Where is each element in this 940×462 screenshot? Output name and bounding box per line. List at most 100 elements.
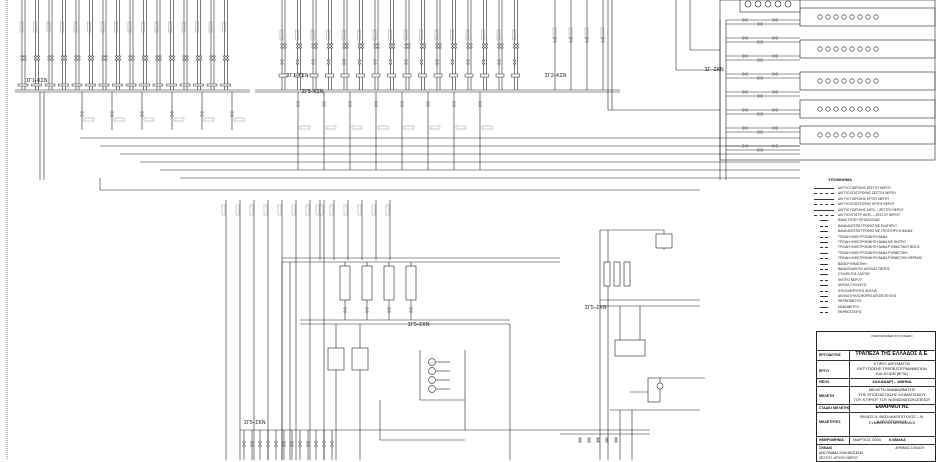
coil-icon [849,78,855,84]
pipe-tag [222,21,226,33]
valve-icon [200,111,204,117]
pipe-tag [584,27,589,39]
valve-icon [110,111,114,117]
valve-icon [295,59,300,65]
pipe-tag [299,125,311,130]
valve-icon [497,43,501,49]
legend-item: ΘΕΡΜΟΣΤΑΤΗΣ [812,310,932,316]
gauge-icon [774,0,782,8]
employer-label: ΕΡΓΟΔΟΤΗΣ [819,353,841,357]
tag-box [31,83,42,87]
legend-symbol-icon [820,236,828,238]
pipe-tag [113,117,125,122]
valve-icon [453,43,458,49]
valve-icon [601,37,605,43]
coil-icon [825,106,831,112]
pipe-tag [83,117,95,122]
date-label: ΗΜΕΡΟΜΗΝΙΑ [819,438,844,442]
pipe-tag [249,204,254,216]
coil-icon [817,132,823,138]
valve-icon [296,101,300,107]
legend-item: ΒΑΝΑ ΤΥΠΟΥ ΠΕΤΑΛΟΥΔΑΣ [812,218,932,224]
coil-icon [841,46,847,52]
valve-icon [242,441,246,447]
pipe-tag [385,204,390,216]
valve-icon [140,111,144,117]
valve-icon [357,59,362,65]
legend-item-label: ΜΑΝΟΜΕΤΡΟ [838,304,859,309]
pipe-tag [481,125,493,130]
legend-item-label: ΒΑΝΑ ΤΥΠΟΥ ΠΕΤΑΛΟΥΔΑΣ [838,218,880,223]
drawing-title-line-1: ΔΙΑΓΡΑΜΜΑ ΣΩΛΗΝΩΣΕΩΝ [819,451,863,455]
valve-icon [258,441,262,447]
legend-item-label: ΔΙΚΤΥΟ ΠΑΡΟΧΗΣ ΚΡΥΟΥ ΝΕΡΟΥ [838,196,890,201]
legend-symbol-icon [814,209,834,211]
pipe-tag [203,117,215,122]
valve-icon [274,441,278,447]
valve-icon [322,101,326,107]
legend-item: ΦΙΛΤΡΟ ΝΕΡΟΥ [812,278,932,284]
control-box [655,233,673,249]
location: ΧΑΛΑΝΔΡΙ – ΑΘΗΝΑ [872,379,912,384]
bus-label-left: ΣΓ1–ΚΣΝ [26,78,48,84]
valve-icon [419,59,424,65]
valve-icon [141,55,146,61]
valve-icon [74,55,78,61]
coil-icon [833,132,839,138]
coil-icon [865,46,871,52]
bus-label-sub-lower: ΣΓ5–ΣΚΝ [244,420,266,426]
study-line-3: ΤΟΥ ΚΤΙΡΙΟΥ ΤΟΥ ΝΟΜΙΣΜΑΤΟΚΟΠΕΙΟΥ [853,397,931,402]
valve-icon [569,37,573,43]
valve-icon [605,437,609,443]
pipe-tag [372,29,377,41]
tag-box [206,83,218,87]
valve-icon [407,43,411,49]
pipe-tag [291,204,296,216]
legend-symbol-icon [820,263,828,265]
bus-label-sub-right: ΣΓ5–ΣΚΝ [585,305,607,311]
tag-box [125,83,137,87]
tag-box [112,83,123,87]
valve-icon [742,72,748,76]
coil-icon [841,78,847,84]
pipe-tag [143,117,155,122]
tag-box [179,83,191,87]
coil-icon [841,106,847,112]
valve-icon [342,43,346,49]
coil-icon [857,46,863,52]
coil-icon [865,78,871,84]
coil-icon [817,106,823,112]
bus-label-right-a: ΣΓ2–ΚΣΝ [545,73,567,79]
study-line-1: ΜΕΛΕΤΗ ΑΝΑΒΑΘΜΙΣΗΣ [868,387,916,392]
legend-symbol-icon [820,220,828,222]
valve-icon [33,55,38,61]
pump-icon [428,358,436,366]
valve-icon [512,59,517,65]
coil-icon [865,14,871,20]
valve-icon [757,130,763,134]
coil-icon [833,46,839,52]
legend-item: ΤΡΙΟΔΗ ΗΛΕΚΤΡΟΚΙΝΗΤΗ ΒΑΝΑ ΡΥΘΜΙΣΤΙΚΗ ΠΙΕ… [812,245,932,251]
pipe-tag [455,125,467,130]
legend-item-label: ΘΕΡΜΟΣΤΑΤΗΣ [838,310,862,315]
legend-item: ΒΑΝΑ ΑΝΤΕΠΙΣΤΡΟΦΗΣ ΜΕ ΥΠΟΣΤΗΡΙΞΗ ΒΑΝΑΣ [812,229,932,235]
legend-item: ΤΡΙΟΔΗ ΗΛΕΚΤΡΟΚΙΝΗΤΗ ΒΑΝΑ ΡΥΘΜΙΣΤΙΚΗ ΘΕΡ… [812,256,932,262]
valve-icon [290,441,294,447]
pipe-tag [208,21,213,33]
valve-icon [419,43,424,49]
tag-box [371,73,381,78]
valve-icon [757,76,763,80]
coil-icon [833,14,839,20]
pipe-tag [319,204,324,216]
valve-icon [209,55,213,61]
valve-icon [365,307,369,313]
legend-item-label: ΒΑΝΑ ΑΝΤΕΠΙΣΤΡΟΦΗΣ ΜΕ ΕΛΑΤΗΡΙΟ [838,223,897,228]
valve-icon [481,43,486,49]
pipe-tag [343,204,348,216]
valve-icon [391,43,396,49]
legend-item: ΣΥΛΛΕΚΤΗΣ ΛΑΣΠΗΣ [812,272,932,278]
legend-item-label: ΤΡΙΟΔΗ ΗΛΕΚΤΡΟΚΙΝΗΤΗ ΒΑΝΑ ΡΥΘΜΙΣΤΙΚΗ [838,250,908,255]
legend-item-label: ΔΙΚΤΥΟ ΕΠΙΣΤΡΟΦΗΣ ΚΡΥΟΥ ΝΕΡΟΥ [838,202,895,207]
pipe-tag [100,21,105,33]
valve-icon [185,55,189,61]
